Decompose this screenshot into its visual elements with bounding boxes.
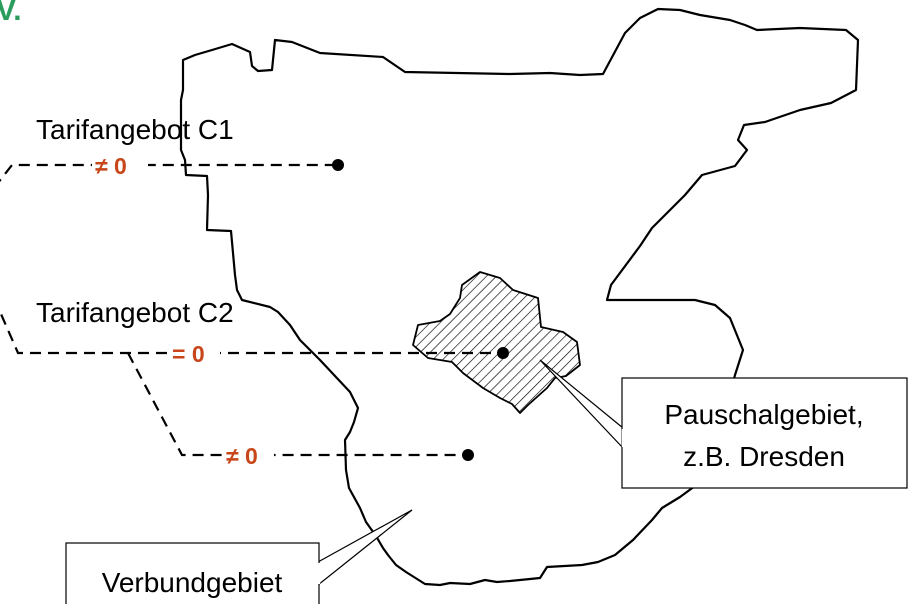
offer-c2-title: Tarifangebot C2 — [36, 297, 234, 328]
offer-c2-value: = 0 — [172, 341, 205, 367]
flat-rate-callout-box — [621, 377, 908, 489]
flat-rate-callout-pointer — [539, 359, 624, 450]
offer-c1-endpoint — [332, 159, 344, 171]
offer-branch-value: ≠ 0 — [226, 443, 258, 469]
flat-rate-callout-line1: Pauschalgebiet, — [664, 399, 863, 430]
offer-c1-value: ≠ 0 — [95, 153, 127, 179]
offer-branch-line — [127, 352, 468, 457]
corner-mark: V. — [0, 0, 22, 27]
offer-c2-line — [0, 308, 503, 355]
flat-rate-area — [412, 271, 581, 414]
network-callout-label: Verbundgebiet — [102, 567, 283, 598]
offer-branch-endpoint — [462, 449, 474, 461]
offer-c1-line — [0, 163, 338, 183]
offer-c1-title: Tarifangebot C1 — [36, 114, 234, 145]
offer-c2-endpoint — [497, 347, 509, 359]
flat-rate-callout-line2: z.B. Dresden — [683, 441, 845, 472]
